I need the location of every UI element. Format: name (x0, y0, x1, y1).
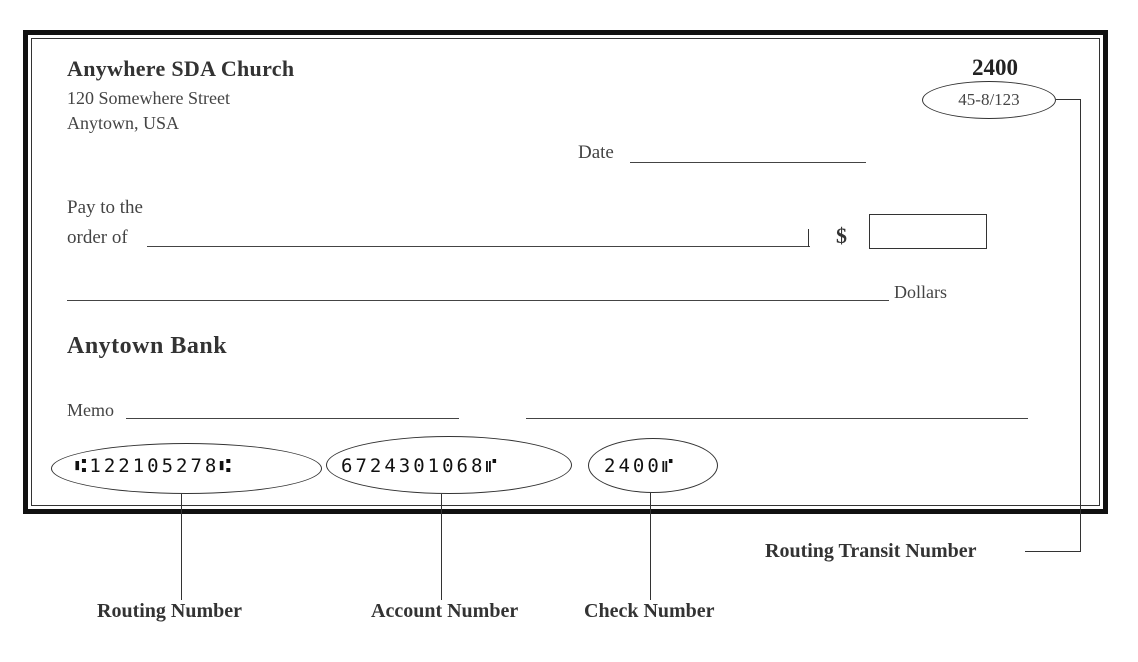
routing-transit-number-label: Routing Transit Number (765, 540, 977, 562)
dollar-sign: $ (836, 223, 847, 248)
routing-number-label: Routing Number (97, 600, 243, 622)
payer-name: Anywhere SDA Church (67, 56, 295, 81)
pay-to-label-line1: Pay to the (67, 197, 143, 218)
micr-routing-number: ⑆122105278⑆ (75, 455, 234, 477)
routing-transit-leader-vertical (1080, 99, 1081, 551)
check-inner-border (31, 38, 1100, 506)
pay-to-label-line2: order of (67, 227, 128, 248)
payee-line-end-tick (808, 229, 809, 247)
check-number-ellipse (588, 438, 718, 493)
payee-line (147, 246, 810, 247)
memo-line (126, 418, 459, 419)
account-number-leader (441, 494, 442, 600)
dollars-label: Dollars (894, 282, 947, 302)
signature-line (526, 418, 1028, 419)
check-number-leader (650, 493, 651, 600)
routing-transit-leader-bottom (1025, 551, 1081, 552)
check-number: 2400 (972, 55, 1018, 80)
routing-transit-leader-top (1056, 99, 1080, 100)
date-line (630, 162, 866, 163)
date-label: Date (578, 142, 614, 163)
amount-box (869, 214, 987, 249)
payer-address-line1: 120 Somewhere Street (67, 88, 230, 108)
routing-number-ellipse (51, 443, 322, 494)
check-outer-border (23, 30, 1108, 514)
routing-number-leader (181, 494, 182, 600)
bank-name: Anytown Bank (67, 333, 228, 359)
micr-check-number: 2400⑈ (604, 455, 677, 477)
payer-address-line2: Anytown, USA (67, 113, 180, 133)
amount-words-line (67, 300, 889, 301)
micr-account-number: 6724301068⑈ (341, 455, 500, 477)
account-number-label: Account Number (371, 600, 519, 622)
check-number-label: Check Number (584, 600, 715, 622)
account-number-ellipse (326, 436, 572, 494)
memo-label: Memo (67, 400, 114, 420)
routing-transit-fraction: 45-8/123 (922, 81, 1056, 119)
